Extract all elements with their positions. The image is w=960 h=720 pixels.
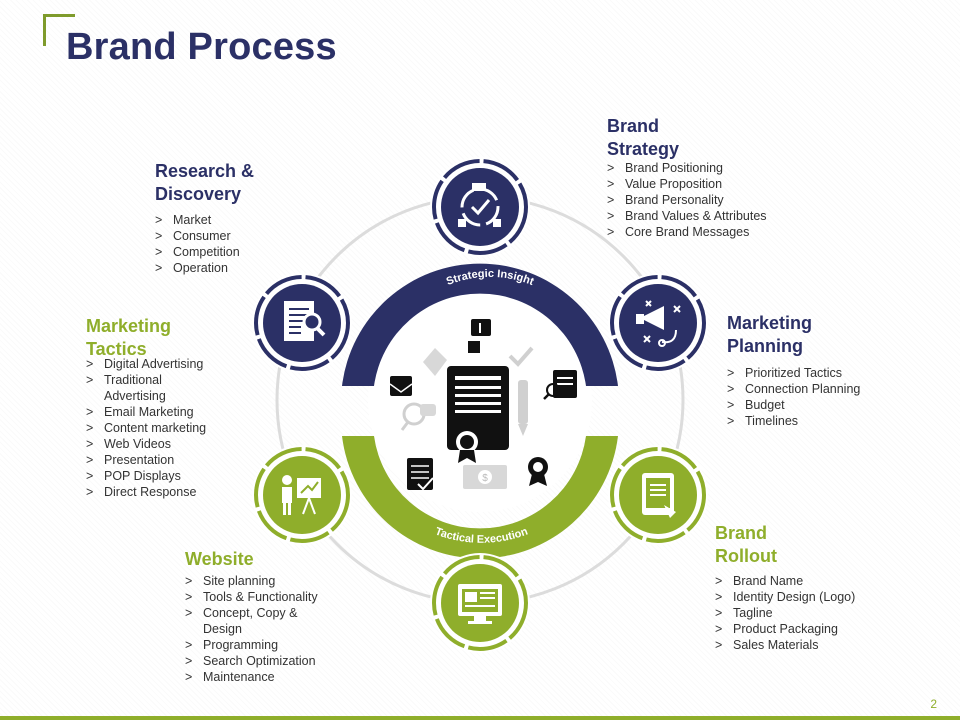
research-discovery-node <box>252 273 352 373</box>
list-item: >Brand Name <box>715 574 804 588</box>
brand-rollout-block: Brand Rollout <box>715 522 815 574</box>
website-list: >Site planning >Tools & Functionality >C… <box>185 573 345 685</box>
list-item: >Product Packaging <box>715 622 838 636</box>
list-item: >Brand Values & Attributes <box>607 209 767 223</box>
list-item: >Timelines <box>727 414 799 428</box>
briefcase-icon <box>468 319 491 353</box>
brand-rollout-list-block: >Brand Name >Identity Design (Logo) >Tag… <box>715 573 915 653</box>
marketing-tactics-title: Marketing Tactics <box>86 316 172 359</box>
tactical-execution-band <box>342 436 618 559</box>
website-node <box>430 553 530 653</box>
list-item: >Brand Positioning <box>607 161 723 175</box>
list-item: >Consumer <box>155 229 231 243</box>
list-item: >Search Optimization <box>185 654 316 668</box>
brand-rollout-title: Brand Rollout <box>715 523 777 566</box>
list-item: >Programming <box>185 638 279 652</box>
footer-accent-line <box>0 716 960 720</box>
list-item: >Connection Planning <box>727 382 861 396</box>
checkmark-icon <box>508 346 534 367</box>
list-item: >Web Videos <box>86 437 171 451</box>
certificate-icon <box>447 366 509 463</box>
list-item: >Site planning <box>185 574 276 588</box>
checklist-icon <box>407 458 434 491</box>
list-item: >Value Proposition <box>607 177 723 191</box>
list-item: >Sales Materials <box>715 638 819 652</box>
brand-rollout-list: >Brand Name >Identity Design (Logo) >Tag… <box>715 573 915 653</box>
marketing-planning-title: Marketing Planning <box>727 313 813 356</box>
list-item: >Concept, Copy & Design <box>185 606 298 636</box>
chat-icon <box>400 402 436 431</box>
marketing-tactics-list: >Digital Advertising >Traditional Advert… <box>86 356 226 500</box>
page-title: Brand Process <box>66 26 337 68</box>
list-item: >Budget <box>727 398 785 412</box>
marketing-planning-node <box>608 273 708 373</box>
monitor-webpage-icon <box>458 584 502 624</box>
list-item: >Tagline <box>715 606 773 620</box>
list-item: >Identity Design (Logo) <box>715 590 856 604</box>
brand-strategy-list-block: >Brand Positioning >Value Proposition >B… <box>607 160 807 240</box>
marketing-planning-list-block: >Prioritized Tactics >Connection Plannin… <box>727 365 907 429</box>
award-ribbon-icon <box>528 457 548 486</box>
brand-strategy-title: Brand Strategy <box>607 116 680 159</box>
website-block: Website >Site planning >Tools & Function… <box>185 548 345 685</box>
marketing-planning-block: Marketing Planning <box>727 312 857 364</box>
document-search-icon <box>543 370 577 400</box>
list-item: >Brand Personality <box>607 193 724 207</box>
list-item: >POP Displays <box>86 469 181 483</box>
pencil-icon <box>518 380 528 436</box>
research-discovery-title: Research & Discovery <box>155 161 255 204</box>
dollar-bill-icon: $ <box>463 465 507 489</box>
website-title: Website <box>185 549 254 569</box>
marketing-tactics-block: Marketing Tactics <box>86 315 206 367</box>
megaphone-strategy-icon <box>636 300 681 347</box>
brand-strategy-list: >Brand Positioning >Value Proposition >B… <box>607 160 807 240</box>
document-search-icon <box>284 301 326 341</box>
list-item: >Email Marketing <box>86 405 194 419</box>
page-number: 2 <box>930 697 937 711</box>
strategic-insight-band <box>342 263 618 386</box>
list-item: >Market <box>155 213 212 227</box>
list-item: >Traditional Advertising <box>86 373 166 403</box>
title-corner-accent <box>43 14 75 46</box>
research-discovery-block: Research & Discovery >Market >Consumer >… <box>155 160 305 276</box>
list-item: >Maintenance <box>185 670 275 684</box>
list-item: >Presentation <box>86 453 175 467</box>
list-item: >Direct Response <box>86 485 197 499</box>
presenter-board-icon <box>282 475 321 515</box>
list-item: >Content marketing <box>86 421 207 435</box>
marketing-tactics-node <box>252 445 352 545</box>
marketing-tactics-list-block: >Digital Advertising >Traditional Advert… <box>86 356 226 500</box>
list-item: >Prioritized Tactics <box>727 366 843 380</box>
brand-strategy-block: Brand Strategy <box>607 115 707 167</box>
list-item: >Tools & Functionality <box>185 590 318 604</box>
list-item: >Digital Advertising <box>86 357 204 371</box>
research-discovery-list: >Market >Consumer >Competition >Operatio… <box>155 212 305 276</box>
list-item: >Core Brand Messages <box>607 225 750 239</box>
brand-strategy-node <box>430 157 530 257</box>
target-cycle-icon <box>458 183 501 227</box>
list-item: >Competition <box>155 245 240 259</box>
svg-text:$: $ <box>482 473 488 484</box>
marketing-planning-list: >Prioritized Tactics >Connection Plannin… <box>727 365 907 429</box>
list-item: >Operation <box>155 261 228 275</box>
diamond-shape-icon <box>423 348 447 376</box>
brand-rollout-node <box>608 445 708 545</box>
tablet-touch-icon <box>642 473 676 518</box>
envelope-icon <box>389 376 413 396</box>
